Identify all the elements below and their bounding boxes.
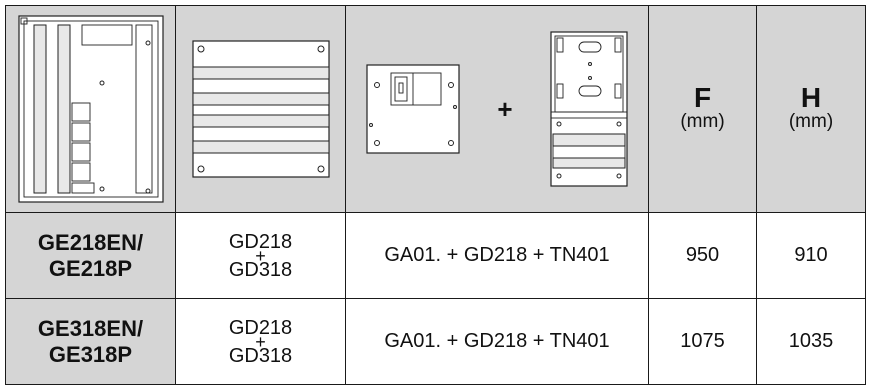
panel-drawing-icon xyxy=(191,40,330,178)
panel-code: GD318 xyxy=(228,258,293,281)
model-code: GE318EN/ xyxy=(37,315,144,341)
model-code: GE318P xyxy=(48,341,133,367)
header-row: + xyxy=(5,5,866,213)
header-cell-combination: + xyxy=(345,5,649,213)
panel-code: GD218 xyxy=(228,316,293,339)
combination-cell: GA01. + GD218 + TN401 xyxy=(345,212,649,299)
meter-board-icon xyxy=(550,31,628,187)
h-header-unit: (mm) xyxy=(788,111,834,132)
model-cell: GE318EN/ GE318P xyxy=(5,298,176,385)
table-row: GE218EN/ GE218P GD218 + GD318 GA01. + GD… xyxy=(5,212,866,299)
f-header-unit: (mm) xyxy=(680,111,725,132)
panel-stack-cell: GD218 + GD318 xyxy=(175,298,346,385)
enclosure-drawing-icon xyxy=(17,15,164,203)
stack-plus: + xyxy=(255,331,266,352)
panel-stack-cell: GD218 + GD318 xyxy=(175,212,346,299)
header-cell-f: F (mm) xyxy=(648,5,757,213)
spec-table: + xyxy=(5,5,866,385)
header-cell-h: H (mm) xyxy=(756,5,866,213)
header-cell-panel xyxy=(175,5,346,213)
table-row: GE318EN/ GE318P GD218 + GD318 GA01. + GD… xyxy=(5,298,866,385)
stack-plus: + xyxy=(255,245,266,266)
combination-cell: GA01. + GD218 + TN401 xyxy=(345,298,649,385)
f-value: 950 xyxy=(648,212,757,299)
h-header-letter: H xyxy=(800,82,822,113)
model-code: GE218EN/ xyxy=(37,229,144,255)
panel-code: GD318 xyxy=(228,344,293,367)
main-switch-panel-icon xyxy=(366,64,460,154)
h-value: 1035 xyxy=(756,298,866,385)
plus-sign: + xyxy=(497,93,513,124)
f-value: 1075 xyxy=(648,298,757,385)
panel-code: GD218 xyxy=(228,230,293,253)
f-header-letter: F xyxy=(693,82,712,113)
h-value: 910 xyxy=(756,212,866,299)
model-cell: GE218EN/ GE218P xyxy=(5,212,176,299)
model-code: GE218P xyxy=(48,255,133,281)
header-cell-enclosure xyxy=(5,5,176,213)
